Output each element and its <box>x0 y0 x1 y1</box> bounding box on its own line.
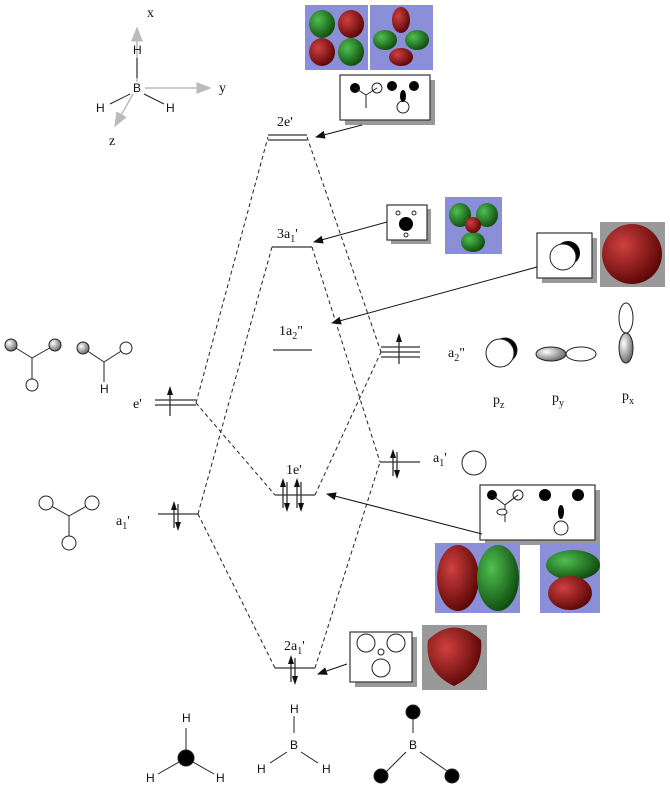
ligand-level-e: e' <box>133 386 196 416</box>
bh3-filled-hydrogens: B <box>373 704 460 784</box>
label-text: 1 <box>290 234 295 245</box>
axis-system: x y z H B H H <box>96 6 226 149</box>
label-text: p <box>493 393 500 408</box>
label-text: " <box>297 324 303 339</box>
svg-text:pz: pz <box>493 393 505 411</box>
bh3-filled-boron: H H H <box>146 711 225 785</box>
label-text: ' <box>139 397 142 412</box>
label-text: 1e <box>286 463 299 478</box>
label-text: a <box>116 514 123 529</box>
atom-h: H <box>133 43 142 57</box>
label-text: H <box>290 702 299 716</box>
label-text: 1 <box>122 521 127 532</box>
orbital-image-2e-a <box>305 5 368 70</box>
orbital-diagram-box-2e <box>339 74 435 125</box>
orbital-image-1a2 <box>600 222 665 287</box>
label-text: H <box>146 771 155 785</box>
label-text: 3a <box>277 227 291 242</box>
label-text: x <box>629 396 634 407</box>
p-orbitals: pz py px <box>485 302 634 411</box>
label-text: B <box>409 738 417 752</box>
svg-text:py: py <box>552 391 564 409</box>
label-text: ' <box>290 115 293 130</box>
mo-level-3a1: 3a1' <box>272 227 312 248</box>
svg-text:3a1': 3a1' <box>277 227 298 245</box>
svg-text:a1': a1' <box>433 451 447 469</box>
label-text: H <box>216 771 225 785</box>
y-axis-label: y <box>219 81 226 96</box>
label-text: ' <box>444 451 447 466</box>
label-text: a <box>448 346 455 361</box>
atom-h: H <box>96 101 105 115</box>
atom-b: B <box>133 81 141 95</box>
label-text: 2a <box>284 639 298 654</box>
label-text: 2 <box>454 353 459 364</box>
orbital-image-1e-a <box>435 543 520 613</box>
label-text: y <box>559 398 564 409</box>
label-text: 1 <box>439 458 444 469</box>
orbital-diagram-box-1a2 <box>536 232 597 283</box>
correlation-lines <box>195 136 382 669</box>
label-text: B <box>290 738 298 752</box>
label-text: H <box>182 711 191 725</box>
label-text: " <box>459 346 465 361</box>
py-orbital-icon <box>535 346 597 362</box>
svg-text:px: px <box>622 389 634 407</box>
px-orbital-icon <box>618 302 634 364</box>
pz-orbital-icon <box>485 337 518 368</box>
label-text: ' <box>302 639 305 654</box>
label-text: z <box>500 400 505 411</box>
label-text: H <box>100 382 109 396</box>
boron-level-a2: a2" <box>381 333 465 364</box>
svg-text:e': e' <box>133 397 142 412</box>
orbital-diagram-box-3a1 <box>386 204 431 244</box>
boron-level-a1: a1' <box>380 449 487 479</box>
ligand-a1-group-orbital <box>38 495 100 551</box>
orbital-image-1e-b <box>540 543 600 613</box>
s-orbital-icon <box>461 450 487 476</box>
label-text: e <box>133 397 139 412</box>
mo-level-1e: 1e' <box>275 463 315 512</box>
x-axis-label: x <box>147 6 154 21</box>
svg-text:2a1': 2a1' <box>284 639 305 657</box>
svg-text:a1': a1' <box>116 514 130 532</box>
label-text: 2 <box>292 331 297 342</box>
label-text: ' <box>295 227 298 242</box>
label-text: a <box>433 451 440 466</box>
label-text: p <box>552 391 559 406</box>
svg-text:2e': 2e' <box>277 115 293 130</box>
orbital-diagram-box-1e <box>479 484 600 545</box>
orbital-image-3a1 <box>445 197 502 254</box>
label-text: 1 <box>297 646 302 657</box>
orbital-image-2e-b <box>370 5 433 70</box>
z-axis-label: z <box>109 134 115 149</box>
bh3-structure: H B H H <box>257 702 331 776</box>
orbital-diagram-box-2a1 <box>349 631 417 687</box>
ligand-level-a1: a1' <box>116 501 198 532</box>
mo-level-2e: 2e' <box>268 115 307 141</box>
mo-level-2a1: 2a1' <box>275 639 315 685</box>
svg-text:1a2": 1a2" <box>279 324 303 342</box>
ligand-e-group-orbitals: H <box>4 338 133 396</box>
label-text: H <box>322 762 331 776</box>
orbital-image-2a1 <box>422 625 487 690</box>
mo-level-1a2: 1a2" <box>273 324 312 351</box>
atom-h: H <box>166 101 175 115</box>
label-text: 1a <box>279 324 293 339</box>
label-text: H <box>257 762 266 776</box>
label-text: p <box>622 389 629 404</box>
svg-text:1e': 1e' <box>286 463 302 478</box>
label-text: ' <box>127 514 130 529</box>
svg-text:a2": a2" <box>448 346 465 364</box>
label-text: ' <box>299 463 302 478</box>
label-text: 2e <box>277 115 290 130</box>
